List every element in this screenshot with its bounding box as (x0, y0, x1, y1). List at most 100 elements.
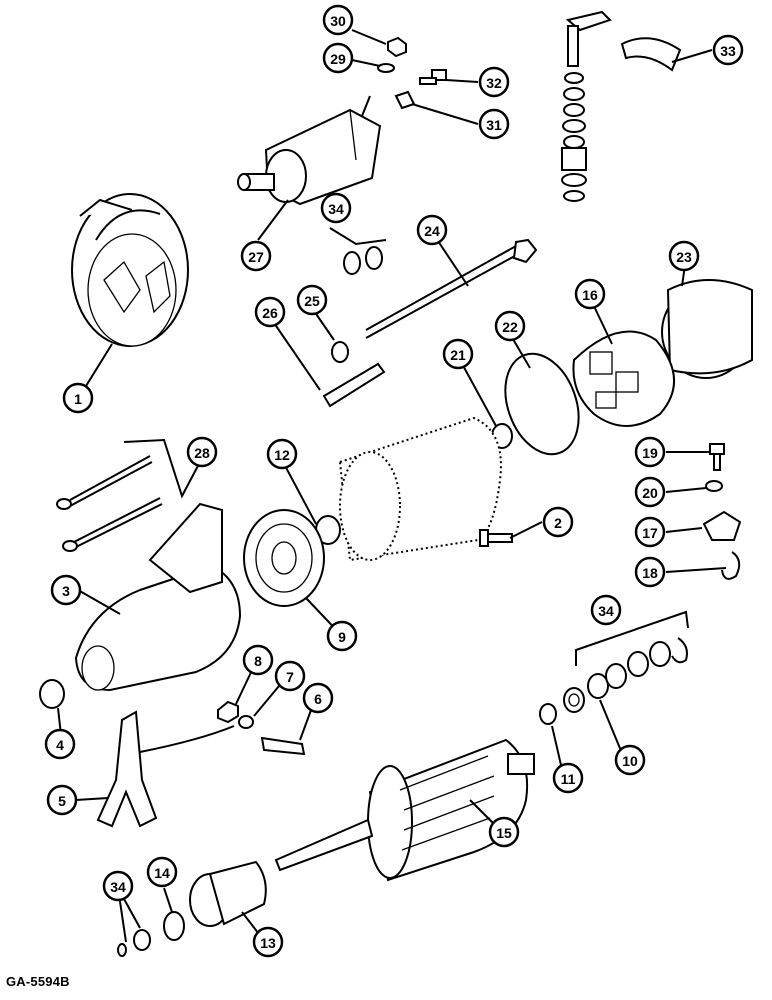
part-6-pivot-pin (260, 736, 306, 756)
callout-number: 23 (676, 249, 692, 265)
callout-number: 19 (642, 445, 658, 461)
callout-circle (574, 278, 606, 310)
callout-c27: 27 (240, 240, 272, 272)
part-8-nut (217, 700, 239, 724)
part-1-field-frame (71, 193, 189, 347)
callout-c34a: 34 (320, 192, 352, 224)
callout-number: 34 (328, 201, 344, 217)
callout-number: 11 (561, 771, 576, 787)
callout-circle (326, 620, 358, 652)
callout-c1: 1 (62, 382, 94, 414)
callout-c20: 20 (634, 476, 666, 508)
callout-c10: 10 (614, 744, 646, 776)
callout-number: 4 (56, 737, 64, 753)
part-14-bushing (163, 911, 185, 941)
part-18-spring (721, 551, 741, 580)
callout-c8: 8 (242, 644, 274, 676)
part-7-washer (238, 715, 254, 729)
callout-number: 6 (314, 691, 322, 707)
part-30-nut (387, 36, 407, 58)
callout-c31: 31 (478, 108, 510, 140)
callout-c19: 19 (634, 436, 666, 468)
part-yoke-housing (338, 416, 502, 562)
callout-circle (542, 506, 574, 538)
callout-number: 22 (502, 319, 518, 335)
part-23-band (661, 279, 753, 379)
callout-circle (296, 284, 328, 316)
callout-circle (274, 660, 306, 692)
callout-c14: 14 (146, 856, 178, 888)
callout-c32: 32 (478, 66, 510, 98)
part-25-washer (331, 341, 349, 363)
part-33-contact-stack (561, 10, 682, 202)
part-26-pin (322, 362, 386, 408)
part-5-shift-lever (96, 710, 158, 828)
callout-circle (146, 856, 178, 888)
part-28-bolts (56, 455, 163, 552)
callout-number: 2 (554, 515, 562, 531)
callout-circle (668, 240, 700, 272)
callout-c26: 26 (254, 296, 286, 328)
callout-c11: 11 (552, 762, 584, 794)
callout-circle (252, 926, 284, 958)
callout-c16: 16 (574, 278, 606, 310)
callout-number: 9 (338, 629, 346, 645)
callout-circle (478, 108, 510, 140)
part-16-end-plate (572, 330, 675, 427)
part-19-screw (709, 443, 725, 471)
callout-number: 32 (486, 75, 502, 91)
callout-number: 13 (260, 935, 276, 951)
callout-number: 15 (496, 825, 512, 841)
callout-number: 21 (450, 347, 466, 363)
callout-c34b: 34 (590, 594, 622, 626)
callout-circle (442, 338, 474, 370)
callout-circle (322, 4, 354, 36)
callout-circle (614, 744, 646, 776)
callout-circle (552, 762, 584, 794)
callout-number: 26 (262, 305, 278, 321)
callout-circle (494, 310, 526, 342)
callout-c4: 4 (44, 728, 76, 760)
callout-number: 18 (642, 565, 658, 581)
callout-circle (186, 436, 218, 468)
callout-c7: 7 (274, 660, 306, 692)
callout-circle (240, 240, 272, 272)
callout-circle (634, 556, 666, 588)
part-11-washer (539, 703, 557, 725)
callout-c12: 12 (266, 438, 298, 470)
callout-number: 30 (330, 13, 346, 29)
callout-c17: 17 (634, 516, 666, 548)
callout-circle (712, 34, 744, 66)
part-15-armature (274, 738, 535, 882)
callout-c2: 2 (542, 506, 574, 538)
callout-circle (254, 296, 286, 328)
callout-circle (488, 816, 520, 848)
part-22-o-ring (504, 352, 580, 456)
callout-number: 12 (274, 447, 290, 463)
callout-number: 3 (62, 583, 70, 599)
callout-circle (44, 728, 76, 760)
callout-number: 14 (154, 865, 170, 881)
part-34-clips-top (343, 246, 383, 275)
callout-c34c: 34 (102, 870, 134, 902)
part-9-end-cap (243, 509, 325, 607)
callout-circle (416, 214, 448, 246)
callout-c3: 3 (50, 574, 82, 606)
callout-c28: 28 (186, 436, 218, 468)
part-3-drive-housing (74, 502, 242, 692)
callout-circle (46, 784, 78, 816)
callout-c9: 9 (326, 620, 358, 652)
callout-number: 20 (642, 485, 658, 501)
figure-reference-code: GA-5594B (6, 974, 70, 989)
callout-c25: 25 (296, 284, 328, 316)
callout-c22: 22 (494, 310, 526, 342)
part-24-through-bolt (365, 238, 538, 339)
part-34-washer-set (563, 637, 688, 713)
callout-number: 10 (622, 753, 638, 769)
callout-circle (62, 382, 94, 414)
callout-number: 24 (424, 223, 440, 239)
callout-c6: 6 (302, 682, 334, 714)
part-10-washer (568, 693, 580, 707)
callout-circle (634, 476, 666, 508)
